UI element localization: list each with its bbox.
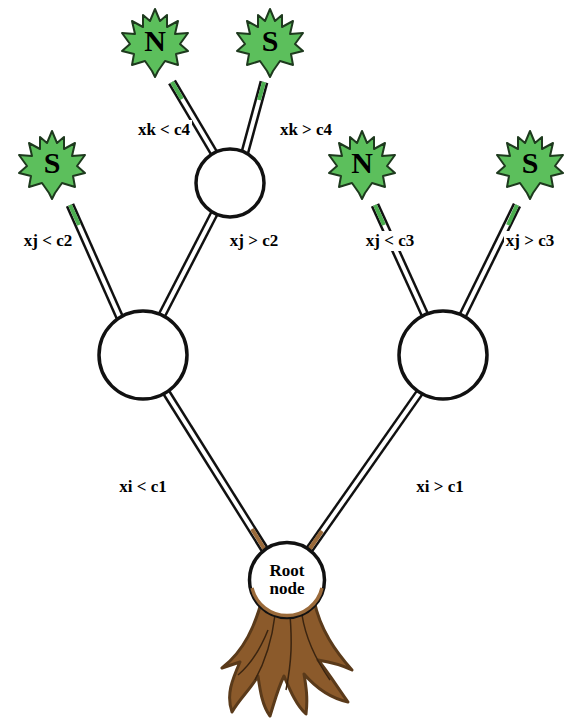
- split-condition: xk < c4: [136, 120, 192, 140]
- leaf-node: S: [17, 129, 87, 201]
- leaf-node: S: [495, 129, 565, 201]
- split-condition: xi > c1: [414, 477, 465, 497]
- split-condition: xk > c4: [278, 120, 334, 140]
- leaf-letter: N: [120, 24, 190, 58]
- split-condition: xi < c1: [117, 477, 168, 497]
- leaf-node: S: [235, 7, 305, 79]
- root-node: Root node: [247, 540, 327, 620]
- split-condition: xj < c3: [364, 231, 416, 251]
- root-label: Root node: [257, 562, 317, 598]
- leaf-node: N: [327, 129, 397, 201]
- leaf-letter: S: [235, 24, 305, 58]
- leaf-letter: S: [495, 146, 565, 180]
- leaf-letter: S: [17, 146, 87, 180]
- leaf-letter: N: [327, 146, 397, 180]
- split-condition: xj < c2: [22, 231, 74, 251]
- split-condition: xj > c3: [504, 231, 556, 251]
- leaf-node: N: [120, 7, 190, 79]
- split-condition: xj > c2: [228, 231, 280, 251]
